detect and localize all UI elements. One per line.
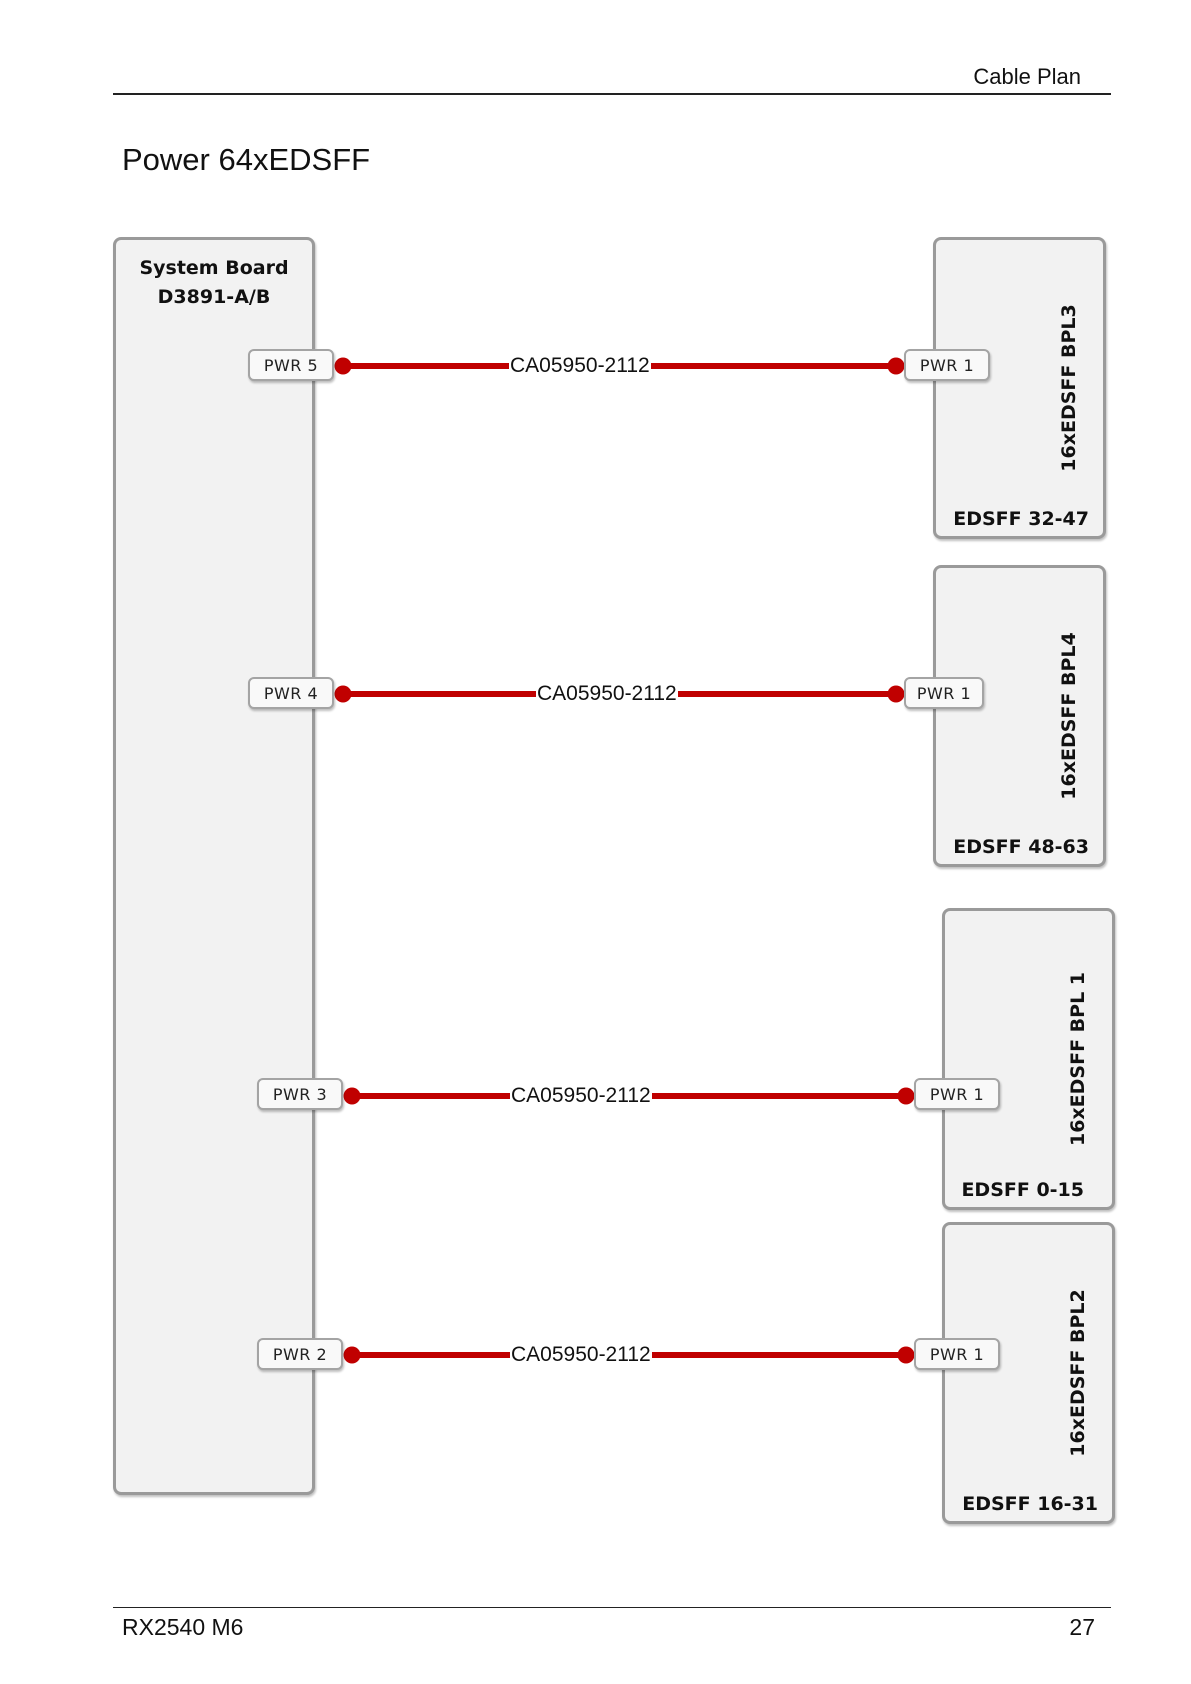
- system-board-model: D3891-A/B: [116, 283, 312, 312]
- port-bpl1-pwr1: PWR 1: [914, 1078, 1000, 1110]
- backplane-slot-range: EDSFF 48-63: [936, 836, 1089, 858]
- port-bpl3-pwr1: PWR 1: [904, 349, 990, 381]
- connector-dot: [344, 1088, 361, 1105]
- system-board-name: System Board: [116, 254, 312, 283]
- page-title: Power 64xEDSFF: [122, 142, 370, 178]
- backplane-bpl1: 16xEDSFF BPL 1 EDSFF 0-15: [942, 908, 1115, 1210]
- backplane-slot-range: EDSFF 0-15: [945, 1179, 1084, 1201]
- backplane-bpl3: 16xEDSFF BPL3 EDSFF 32-47: [933, 237, 1106, 539]
- connector-dot: [335, 686, 352, 703]
- connector-dot: [898, 1347, 915, 1364]
- footer-model: RX2540 M6: [122, 1614, 243, 1641]
- backplane-slot-range: EDSFF 32-47: [936, 508, 1089, 530]
- connector-dot: [888, 358, 905, 375]
- backplane-bpl2: 16xEDSFF BPL2 EDSFF 16-31: [942, 1222, 1115, 1524]
- connector-dot: [888, 686, 905, 703]
- system-board: System Board D3891-A/B: [113, 237, 315, 1495]
- port-pwr2: PWR 2: [257, 1338, 343, 1370]
- port-bpl4-pwr1: PWR 1: [904, 677, 984, 709]
- cable-part-number: CA05950-2112: [510, 1343, 652, 1367]
- backplane-bpl4: 16xEDSFF BPL4 EDSFF 48-63: [933, 565, 1106, 867]
- port-pwr3: PWR 3: [257, 1078, 343, 1110]
- connector-dot: [898, 1088, 915, 1105]
- port-pwr4: PWR 4: [248, 677, 334, 709]
- port-pwr5: PWR 5: [248, 349, 334, 381]
- backplane-slot-range: EDSFF 16-31: [945, 1493, 1098, 1515]
- connector-dot: [344, 1347, 361, 1364]
- system-board-title: System Board D3891-A/B: [116, 254, 312, 312]
- port-bpl2-pwr1: PWR 1: [914, 1338, 1000, 1370]
- cable-part-number: CA05950-2112: [509, 354, 651, 378]
- cable-part-number: CA05950-2112: [510, 1084, 652, 1108]
- page-number: 27: [1069, 1614, 1095, 1641]
- header-divider: [113, 93, 1111, 95]
- footer-divider: [113, 1607, 1111, 1608]
- header-section-label: Cable Plan: [973, 64, 1081, 90]
- cable-part-number: CA05950-2112: [536, 682, 678, 706]
- connector-dot: [335, 358, 352, 375]
